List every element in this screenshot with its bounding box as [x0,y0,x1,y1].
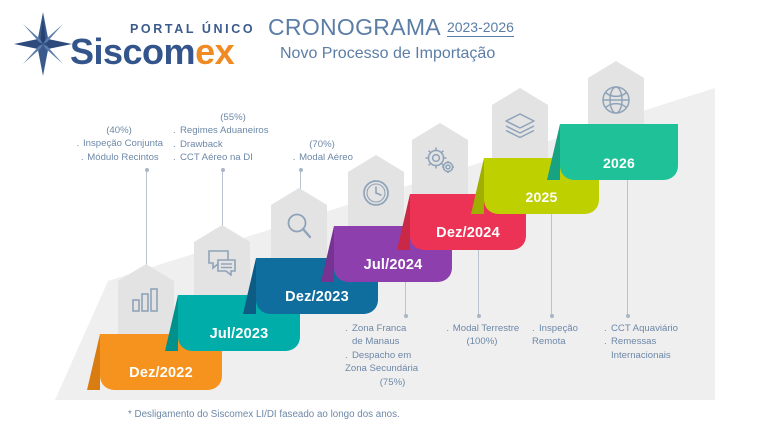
layers-icon [504,111,536,146]
gears-icon [424,146,456,181]
note-100-percent: Modal Terrestre (100%) [436,322,528,349]
connector-pin-7 [625,180,630,318]
step-label: Jul/2024 [363,257,423,273]
note-40-percent: (40%) Inspeção Conjunta Módulo Recintos [56,124,182,164]
globe-icon [600,84,632,121]
icon-tag-6 [492,88,548,167]
page-title: CRONOGRAMA [268,14,441,40]
connector-pin-1 [144,168,149,294]
page-title-block: CRONOGRAMA 2023-2026 Novo Processo de Imp… [268,14,598,63]
brand-name: Siscomex [70,31,235,73]
page-title-years: 2023-2026 [446,19,514,37]
icon-tag-4 [348,155,404,226]
brand-name-main: Siscom [70,31,196,72]
compass-star-icon [14,12,72,76]
note-inspecao-remota: Inspeção Remota [532,322,602,349]
step-2026[interactable]: 2026 [547,124,678,180]
note-70-percent: (70%) Modal Aéreo [275,138,369,165]
step-label: Jul/2023 [209,326,269,342]
icon-tag-3 [271,188,327,265]
brand-logo: PORTAL ÚNICO Siscomex [12,8,262,80]
icon-tag-5 [412,123,468,198]
brand-name-accent: ex [195,31,235,72]
icon-tag-2 [194,225,250,302]
note-cct-aquaviario: CCT Aquaviário Remessas Internacionais [604,322,704,362]
connector-pin-6 [549,214,554,318]
step-label: Dez/2023 [285,289,349,305]
connector-pin-5 [476,250,481,318]
step-label: 2026 [603,155,635,171]
step-label: Dez/2024 [436,225,500,241]
clock-icon [361,178,391,213]
page-subtitle: Novo Processo de Importação [280,45,496,62]
connector-pin-4 [403,282,408,318]
bar-chart-icon [131,287,161,318]
icon-tag-1 [118,264,174,341]
note-75-percent: Zona Franca de Manaus Despacho em Zona S… [345,322,440,389]
footnote: * Desligamento do Siscomex LI/DI faseado… [128,409,400,420]
step-label: Dez/2022 [129,365,193,381]
chat-bubbles-icon [206,248,238,281]
step-label: 2025 [525,189,558,205]
connector-pin-2 [220,168,225,241]
magnifier-icon [284,211,314,246]
note-55-percent: (55%) Regimes Aduaneiros Drawback CCT Aé… [173,111,293,165]
brand-portal-label: PORTAL ÚNICO [130,22,256,36]
